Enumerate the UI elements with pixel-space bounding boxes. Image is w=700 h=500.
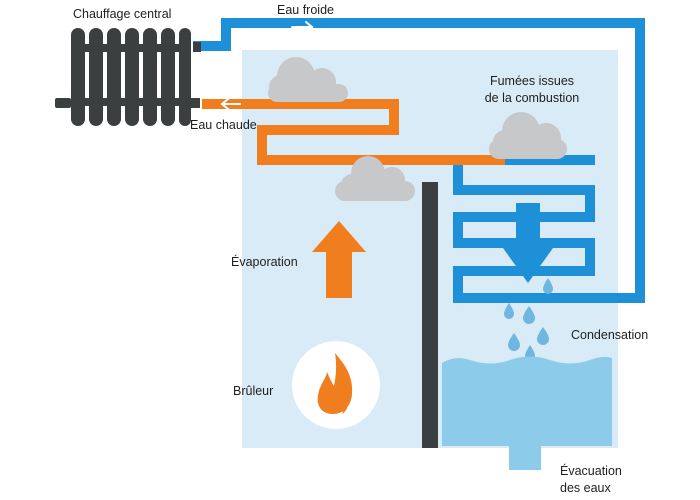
burner-label: Brûleur — [233, 384, 274, 398]
radiator-label: Chauffage central — [73, 7, 172, 21]
divider-wall — [422, 182, 438, 448]
arrow-left-icon — [220, 98, 241, 110]
radiator-icon — [55, 28, 201, 126]
hot-water-label: Eau chaude — [190, 118, 257, 132]
fumes-label-line1: Fumées issues — [489, 74, 575, 88]
arrow-up-icon — [312, 221, 366, 298]
flame-icon — [317, 353, 353, 414]
drain-label-line2: des eaux — [560, 481, 611, 495]
fumes-label-line2: de la combustion — [484, 91, 580, 105]
water-drop-icon — [504, 278, 553, 361]
condensation-label: Condensation — [571, 328, 649, 342]
arrow-right-icon — [291, 21, 314, 33]
cold-water-pipe — [193, 18, 645, 303]
evaporation-label: Évaporation — [231, 255, 298, 269]
fumes-label: Fumées issues de la combustion — [472, 73, 592, 107]
hot-water-pipe — [202, 99, 510, 165]
water-reservoir — [442, 356, 612, 446]
cloud-icon — [268, 57, 348, 102]
arrow-down-icon — [503, 203, 553, 283]
cloud-icon — [335, 156, 415, 201]
drain-label-line1: Évacuation — [560, 464, 622, 478]
cloud-icon — [489, 112, 567, 159]
drain-pipe — [509, 444, 541, 470]
drain-label: Évacuation des eaux — [560, 463, 622, 497]
cold-water-label: Eau froide — [277, 3, 334, 17]
